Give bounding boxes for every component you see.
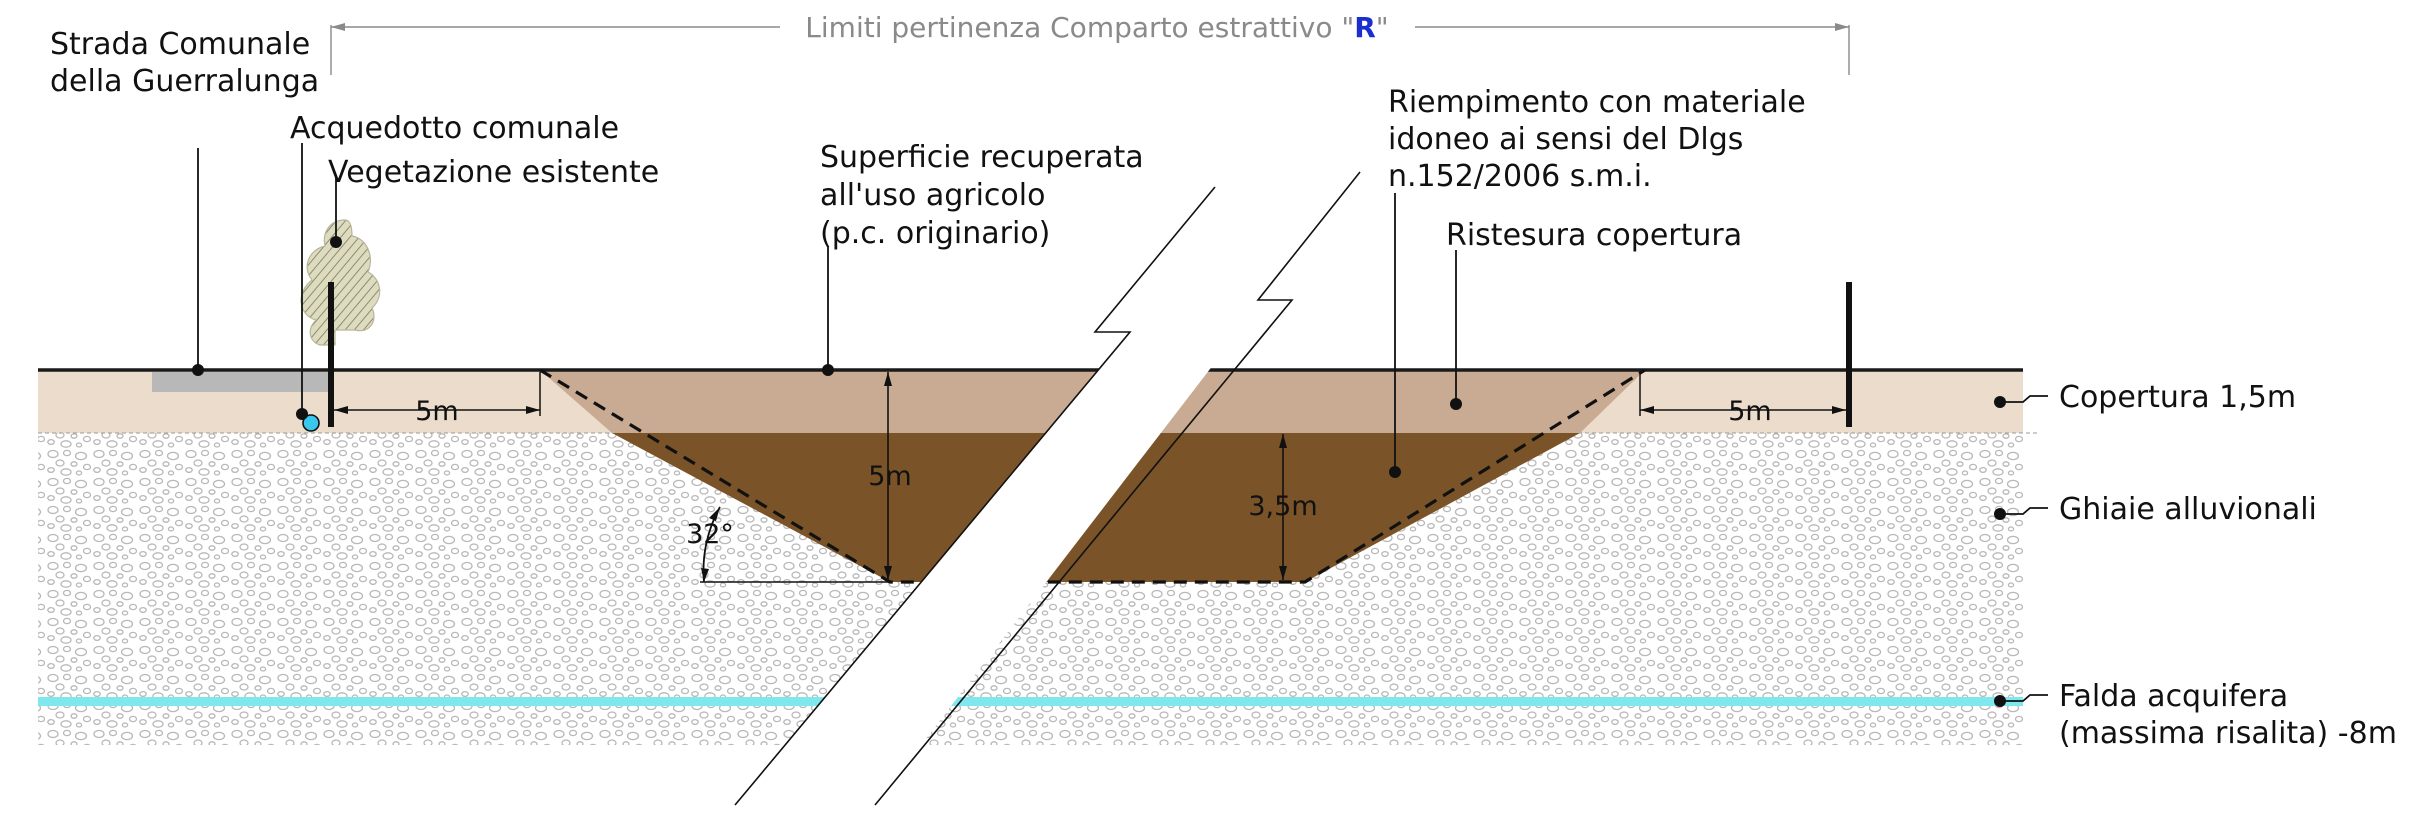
vegetazione-dot [330,236,342,248]
depth-fill-label: 3,5m [1248,491,1317,522]
boundary-label: Limiti pertinenza Comparto estrattivo "R… [805,11,1388,44]
setback-left-arrow-b [526,406,540,414]
acquedotto-label: Acquedotto comunale [290,111,619,146]
depth-total-arrow-bottom [884,566,892,580]
vegetazione-label: Vegetazione esistente [328,155,659,190]
tree-canopy [300,219,381,346]
setback-left-arrow-a [334,406,348,414]
depth-total-label: 5m [868,461,911,492]
angle-label: 32° [686,519,734,550]
ghiaie-leader [2000,507,2048,515]
ghiaie-label: Ghiaie alluvionali [2059,492,2317,527]
falda-label-line2: (massima risalita) -8m [2059,716,2397,751]
section-break-left-edge [734,186,1216,806]
strada-label-line2: della Guerralunga [50,64,319,99]
road-surface [152,372,332,392]
riempimento-label-line2: idoneo ai sensi del Dlgs [1388,122,1743,157]
depth-fill-arrow-bottom [1279,566,1287,580]
superficie-label-line2: all'uso agricolo [820,178,1045,213]
depth-total-arrow-top [884,372,892,386]
water-table-line [38,697,2023,706]
boundary-post-right [1846,282,1852,427]
ghiaie-dot [1994,508,2006,520]
boundary-arrow-right [1835,23,1849,31]
strada-dot [192,364,204,376]
ristesura-label: Ristesura copertura [1446,218,1742,253]
excavation-profile [539,368,1646,584]
falda-label-line1: Falda acquifera [2059,679,2288,714]
aqueduct-pipe [302,414,320,432]
acquedotto-dot [296,408,308,420]
setback-right-arrow-b [1832,406,1846,414]
section-break [735,172,1360,805]
boundary-arrow-left [331,23,345,31]
angle-arrow-bottom [701,568,709,582]
copertura-leader [2000,395,2048,403]
riempimento-dot [1389,466,1401,478]
setback-right-dimension [1639,372,1846,416]
falda-leader [2000,694,2048,702]
copertura-label: Copertura 1,5m [2059,380,2296,415]
riempimento-label-line1: Riempimento con materiale [1388,85,1806,120]
setback-left-label: 5m [415,396,458,427]
depth-fill-arrow-top [1279,434,1287,448]
superficie-label-line1: Superficie recuperata [820,140,1144,175]
angle-arrow-top [709,507,720,521]
tree-trunk [328,282,334,427]
falda-dot [1994,695,2006,707]
ristesura-dot [1450,398,1462,410]
strada-label-line1: Strada Comunale [50,27,310,62]
setback-right-arrow-a [1640,406,1654,414]
boundary-dimension [330,25,1850,75]
copertura-dot [1994,396,2006,408]
setback-left-dimension [334,372,541,416]
superficie-dot [822,364,834,376]
setback-right-label: 5m [1728,396,1771,427]
superficie-label-line3: (p.c. originario) [820,216,1050,251]
section-break-right-edge [874,171,1361,806]
riempimento-label-line3: n.152/2006 s.m.i. [1388,159,1652,194]
